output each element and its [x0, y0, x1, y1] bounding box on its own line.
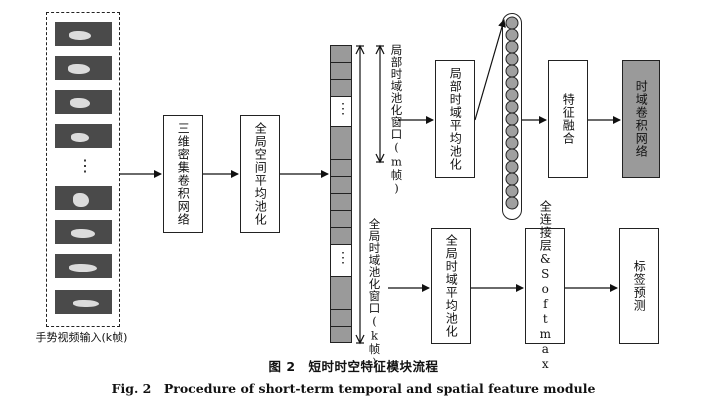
feature-fusion-box: 特征融合 — [548, 60, 588, 178]
temporal-conv-box: 时域卷积网络 — [622, 60, 660, 178]
frames-ellipsis: ⋮ — [77, 156, 93, 175]
gesture-frame — [55, 220, 112, 244]
local-temporal-pool-label: 局部时域平均池化 — [448, 67, 463, 171]
sequence-cell — [331, 228, 351, 245]
dense-3d-conv-label: 三维密集卷积网络 — [176, 122, 191, 226]
sequence-cell — [331, 327, 351, 342]
sequence-cell — [331, 211, 351, 228]
global-spatial-pool-label: 全局空间平均池化 — [253, 122, 268, 226]
local-window-label: 局部时域池化窗口(m帧) — [389, 44, 404, 196]
sequence-cell — [331, 126, 351, 144]
sequence-cell — [331, 143, 351, 160]
input-label: 手势视频输入(k帧) — [35, 331, 128, 344]
fc-softmax-label: 全连接层&Softmax — [538, 200, 553, 372]
gesture-frame — [55, 56, 112, 80]
sequence-cell — [331, 194, 351, 211]
caption-chinese: 图 2 短时时空特征模块流程 — [268, 359, 439, 374]
sequence-cell — [331, 80, 351, 97]
input-frames-panel — [46, 12, 120, 327]
gesture-frame — [55, 290, 112, 314]
gesture-frame — [55, 186, 112, 210]
label-predict-box: 标签预测 — [619, 228, 659, 344]
fc-softmax-box: 全连接层&Softmax — [525, 200, 565, 372]
sequence-cell — [331, 276, 351, 294]
local-temporal-pool-box: 局部时域平均池化 — [435, 60, 475, 178]
sequence-cell — [331, 46, 351, 63]
pooled-feature-vector — [502, 13, 522, 220]
feature-fusion-label: 特征融合 — [561, 93, 576, 145]
arrow-local-pool-to-vector — [474, 19, 506, 121]
sequence-cell — [331, 310, 351, 327]
gesture-frame — [55, 22, 112, 46]
sequence-ellipsis: ⋮ — [336, 101, 350, 117]
global-temporal-pool-label: 全局时域平均池化 — [444, 234, 459, 338]
feature-sequence-column: ⋮ ⋮ — [330, 45, 352, 343]
dense-3d-conv-box: 三维密集卷积网络 — [163, 115, 203, 233]
gesture-frame — [55, 90, 112, 114]
gesture-frame — [55, 254, 112, 278]
sequence-ellipsis: ⋮ — [336, 250, 350, 266]
global-spatial-pool-box: 全局空间平均池化 — [240, 115, 280, 233]
label-predict-label: 标签预测 — [632, 260, 647, 312]
sequence-cell — [331, 177, 351, 194]
gesture-frame — [55, 124, 112, 148]
sequence-cell — [331, 63, 351, 80]
sequence-cell — [331, 293, 351, 310]
caption-english: Fig. 2 Procedure of short-term temporal … — [111, 381, 596, 396]
global-temporal-pool-box: 全局时域平均池化 — [431, 228, 471, 344]
temporal-conv-label: 时域卷积网络 — [634, 80, 649, 158]
sequence-cell — [331, 160, 351, 177]
global-window-label: 全局时域池化窗口(k帧) — [367, 218, 382, 370]
